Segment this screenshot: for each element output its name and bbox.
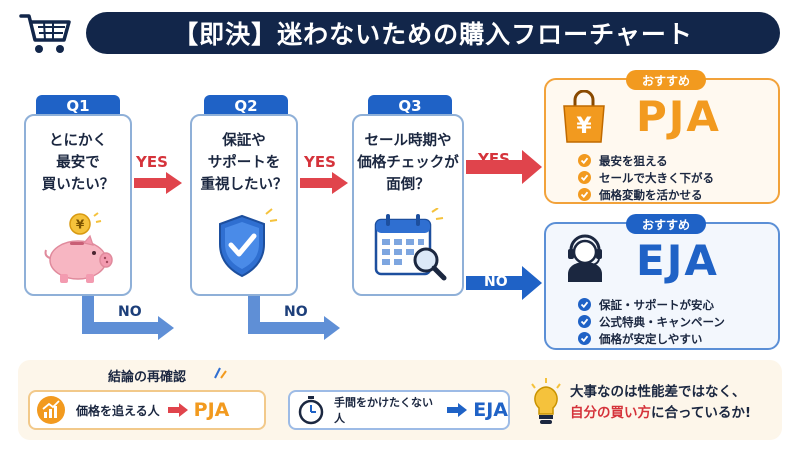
piggy-bank-yen-icon: ¥ — [40, 212, 120, 286]
question-tab-q3: Q3 — [368, 95, 452, 117]
question-text-q1: とにかく 最安で 買いたい？ — [41, 133, 115, 193]
arrow-right-icon — [447, 403, 468, 417]
feature-item: 最安を狙える — [578, 152, 774, 169]
feature-item: 公式特典・キャンペーン — [578, 313, 774, 330]
conclusion-title: 結論の再確認 — [108, 370, 187, 385]
yes-arrow-1 — [134, 172, 182, 194]
check-icon — [578, 171, 591, 184]
svg-text:¥: ¥ — [76, 218, 85, 232]
feature-item: 価格が安定しやすい — [578, 330, 774, 347]
yes-arrow-2 — [300, 172, 348, 194]
check-icon — [578, 315, 591, 328]
question-text-q3: セール時期や 価格チェックが 面倒？ — [357, 133, 459, 193]
no-arrow-2 — [248, 296, 340, 340]
yes-arrow-3 — [466, 150, 542, 184]
question-tab-q2: Q2 — [204, 95, 288, 117]
svg-text:¥: ¥ — [576, 114, 592, 139]
recommend-badge-eja: おすすめ — [626, 214, 706, 234]
conclusion-item-eja: 手間をかけたくない人 EJA — [288, 390, 510, 430]
conclusion-item-pja: 価格を追える人 PJA — [28, 390, 266, 430]
check-icon — [578, 188, 591, 201]
rising-chart-icon — [36, 395, 66, 425]
check-icon — [578, 298, 591, 311]
no-label-3: NO — [484, 274, 508, 290]
question-tab-q1: Q1 — [36, 95, 120, 117]
arrow-right-icon — [167, 403, 188, 417]
no-label-2: NO — [284, 304, 308, 320]
result-name-eja: EJA — [636, 236, 719, 285]
page-title: 【即決】迷わないための購入フローチャート — [86, 12, 780, 54]
question-text-q2: 保証や サポートを 重視したい？ — [200, 133, 288, 193]
check-icon — [578, 154, 591, 167]
no-arrow-1 — [82, 296, 174, 340]
yes-label-1: YES — [136, 153, 168, 171]
yes-label-2: YES — [304, 153, 336, 171]
feature-item: 価格変動を活かせる — [578, 186, 774, 203]
no-arrow-3 — [466, 266, 542, 300]
sparkle-icon — [212, 366, 228, 380]
conclusion-message: 大事なのは性能差ではなく、 自分の買い方に合っているか! — [570, 384, 751, 421]
stopwatch-icon — [296, 395, 326, 425]
feature-item: セールで大きく下がる — [578, 169, 774, 186]
check-icon — [578, 332, 591, 345]
recommend-badge-pja: おすすめ — [626, 70, 706, 90]
feature-list-pja: 最安を狙える セールで大きく下がる 価格変動を活かせる — [578, 152, 774, 203]
shopping-cart-icon — [18, 10, 74, 56]
calendar-search-icon — [372, 208, 452, 284]
shopping-bag-yen-icon: ¥ — [560, 90, 608, 144]
result-name-pja: PJA — [636, 92, 721, 141]
lightbulb-icon — [528, 378, 564, 428]
message-highlight: 自分の買い方 — [570, 405, 651, 421]
no-label-1: NO — [118, 304, 142, 320]
feature-item: 保証・サポートが安心 — [578, 296, 774, 313]
feature-list-eja: 保証・サポートが安心 公式特典・キャンペーン 価格が安定しやすい — [578, 296, 774, 347]
shield-check-icon — [214, 208, 280, 282]
support-headset-icon — [558, 232, 612, 286]
